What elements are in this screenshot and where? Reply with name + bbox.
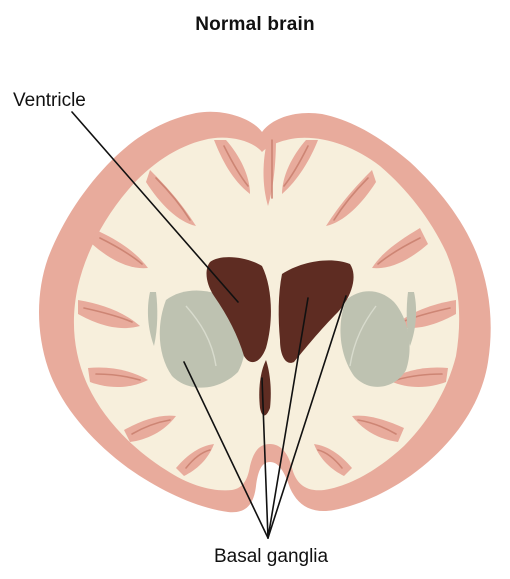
basal-ganglia-label: Basal ganglia — [214, 546, 328, 568]
ventricle-label: Ventricle — [13, 90, 86, 112]
